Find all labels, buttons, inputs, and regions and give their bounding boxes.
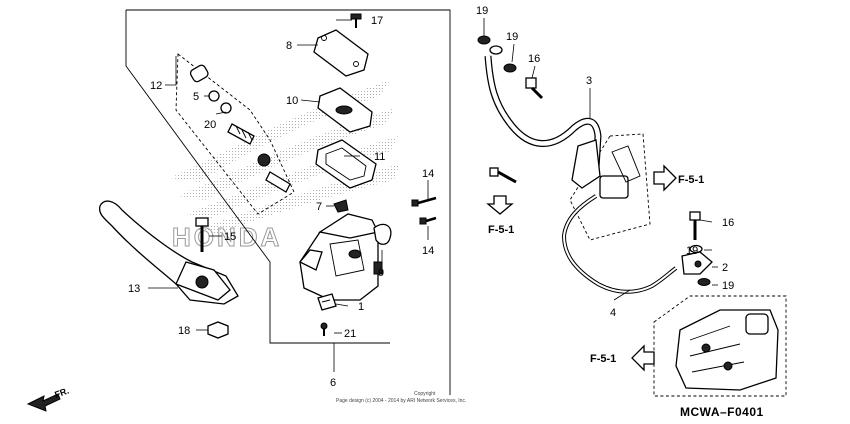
- ref-arrow-left: [631, 344, 655, 372]
- washer-19-a: [477, 35, 491, 45]
- callout-11: 11: [374, 151, 385, 163]
- ref-arrow-down: [486, 195, 514, 215]
- callout-21: 21: [344, 328, 356, 340]
- front-direction-indicator: FR.: [26, 386, 70, 412]
- ref-label-left[interactable]: F-5-1: [590, 353, 616, 365]
- nut-18: [207, 321, 229, 339]
- callout-1: 1: [358, 301, 364, 313]
- callout-labels: 17 8 12 5 10 20 11 7 14 14 15 9 13 1 18 …: [128, 5, 734, 389]
- callout-7: 7: [316, 201, 322, 213]
- callout-14-lower: 14: [422, 245, 434, 257]
- diaphragm-11: [315, 139, 377, 189]
- callout-19-mid: 19: [506, 31, 518, 43]
- hose-clip-9: [373, 223, 392, 245]
- callout-20: 20: [204, 119, 216, 131]
- master-cylinder-body: [298, 213, 379, 301]
- piston-kit-12: [189, 64, 291, 193]
- callout-15: 15: [224, 231, 236, 243]
- washer-19-d: [689, 244, 703, 254]
- brake-hose-3: [484, 55, 602, 189]
- ref-label-right[interactable]: F-5-1: [678, 174, 704, 186]
- washer-19-b: [489, 45, 503, 55]
- callout-10: 10: [286, 95, 298, 107]
- callout-4: 4: [610, 307, 616, 319]
- diagram-code: MCWA–F0401: [680, 405, 764, 419]
- washer-19-c: [503, 63, 517, 73]
- bolt-14-upper: [411, 196, 437, 207]
- callout-2: 2: [722, 262, 728, 274]
- bolt-14-lower: [419, 216, 437, 225]
- callout-14-upper: 14: [422, 168, 434, 180]
- ref-arrow-right: [653, 164, 677, 192]
- clip-7: [333, 199, 349, 213]
- reservoir-cap-8: [313, 29, 369, 77]
- brake-pipe-4: [561, 145, 678, 294]
- callout-3: 3: [586, 75, 592, 87]
- washer-19-e: [697, 278, 711, 286]
- ref-label-down[interactable]: F-5-1: [488, 224, 514, 236]
- callout-18: 18: [178, 325, 190, 337]
- callout-13: 13: [128, 283, 140, 295]
- callout-9: 9: [378, 267, 384, 279]
- callout-19-top: 19: [476, 5, 488, 17]
- brake-switch-1: [317, 293, 337, 311]
- bolt-16-upper: [525, 77, 544, 100]
- callout-16-upper: 16: [528, 53, 540, 65]
- abs-modulator: [675, 309, 779, 391]
- bolt-left-ref: [489, 167, 517, 184]
- callout-16-lower: 16: [722, 217, 734, 229]
- copyright-title: Copyright: [414, 391, 436, 397]
- callout-19-lower-a: 19: [686, 245, 698, 257]
- watermark-text: HONDA: [172, 222, 282, 252]
- copyright-line: Page design (c) 2004 - 2014 by ARI Netwo…: [336, 398, 466, 404]
- pivot-bolt-15: [195, 217, 209, 252]
- callout-19-lower-b: 19: [722, 280, 734, 292]
- callout-5: 5: [193, 91, 199, 103]
- brake-lever-13: [98, 200, 239, 305]
- leader-lines: [148, 18, 718, 372]
- callout-17: 17: [371, 15, 383, 27]
- bolt-16-lower: [689, 211, 701, 240]
- fr-label: FR.: [53, 386, 70, 400]
- callout-12: 12: [150, 80, 162, 92]
- screw-17: [350, 13, 362, 28]
- screw-21: [320, 322, 328, 336]
- joint-2: [681, 251, 713, 275]
- assembly-boundary-box: [125, 9, 451, 395]
- callout-8: 8: [286, 40, 292, 52]
- callout-6: 6: [330, 377, 336, 389]
- hose-dashed-box: [569, 133, 651, 241]
- subassembly-dashed-box: [175, 53, 295, 215]
- diaphragm-plate-10: [317, 87, 373, 133]
